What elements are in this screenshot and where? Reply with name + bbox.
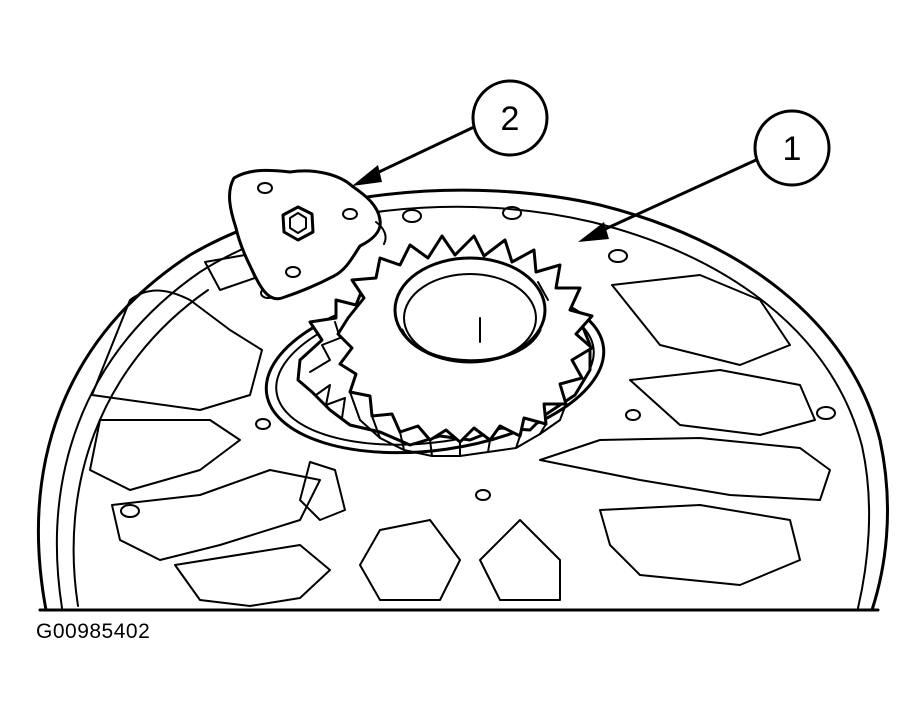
callout-1: 1	[578, 109, 831, 242]
pump-body	[36, 188, 890, 612]
callout-1-circle	[753, 109, 831, 187]
figure-id: G00985402	[36, 620, 151, 643]
callout-2: 2	[352, 79, 549, 186]
crescent-plate	[228, 168, 387, 301]
callout-1-label: 1	[783, 130, 802, 168]
drive-gear	[336, 234, 594, 457]
callout-2-label: 2	[501, 100, 520, 138]
callout-2-circle	[471, 79, 549, 157]
